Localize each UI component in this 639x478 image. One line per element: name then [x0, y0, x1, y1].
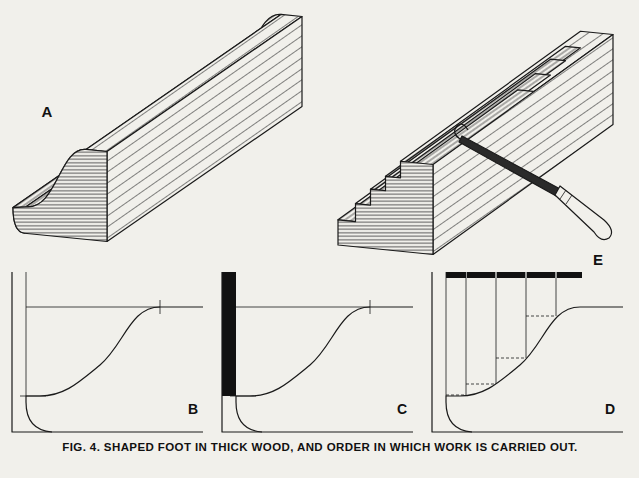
figure-caption: FIG. 4. SHAPED FOOT IN THICK WOOD, AND O… — [60, 440, 580, 455]
stepped-block-drawing — [338, 31, 613, 254]
profile-panel — [432, 272, 623, 432]
removed-waste — [527, 272, 555, 278]
panel-frame — [222, 272, 413, 432]
ogee-profile — [236, 307, 370, 432]
figure-letter: A — [40, 104, 55, 121]
shaped-foot-drawing — [13, 14, 302, 241]
setting-out-lines — [20, 272, 160, 396]
panel-frame — [12, 272, 203, 432]
step-lines — [446, 316, 556, 395]
setting-out-lines — [230, 300, 370, 396]
board-top — [370, 306, 413, 307]
gouge-blade — [459, 136, 562, 197]
end-grain-face — [338, 161, 433, 254]
profile-panel — [12, 272, 203, 432]
removed-waste — [446, 272, 466, 278]
figure-letter: B — [186, 402, 200, 417]
board-top — [160, 306, 203, 307]
gouge-ferrule — [560, 190, 572, 204]
ogee-profile — [26, 307, 160, 432]
board-top — [580, 306, 623, 307]
removed-waste — [222, 272, 236, 396]
panel-frame — [432, 272, 623, 432]
gouge-handle — [555, 186, 612, 240]
end-grain-face — [13, 149, 107, 241]
removed-waste — [497, 272, 525, 278]
side-face — [107, 17, 302, 242]
side-face — [433, 35, 613, 255]
saw-cuts — [446, 272, 556, 396]
shaving — [455, 124, 468, 139]
profile-panel — [222, 272, 413, 432]
figure-letter: E — [591, 252, 605, 269]
figure-letter: C — [395, 402, 409, 417]
figure-letter: D — [603, 402, 617, 417]
removed-waste — [467, 272, 495, 278]
removed-waste — [557, 272, 582, 278]
